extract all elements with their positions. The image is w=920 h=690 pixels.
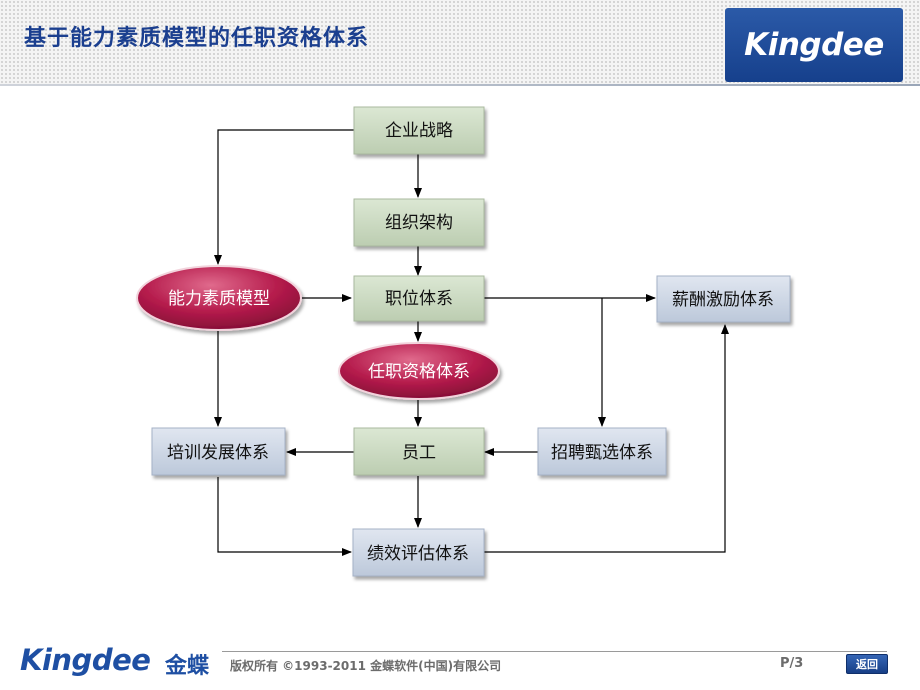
arrow-strategy-to-competency xyxy=(214,129,354,265)
node-strategy: 企业战略 xyxy=(353,106,485,155)
arrow-training-to-performance xyxy=(217,477,352,556)
node-org-structure-label: 组织架构 xyxy=(385,213,453,233)
node-competency-model-label: 能力素质模型 xyxy=(168,289,270,309)
footer-kingdee-cn-logo: 金蝶 xyxy=(165,654,210,679)
node-strategy-label: 企业战略 xyxy=(385,121,453,141)
footer-kingdee-logo: Kingdee xyxy=(20,643,151,677)
node-training-system-label: 培训发展体系 xyxy=(167,443,269,463)
back-button[interactable]: 返回 xyxy=(846,654,888,674)
node-compensation-system-label: 薪酬激励体系 xyxy=(672,290,774,310)
node-compensation-system: 薪酬激励体系 xyxy=(656,275,791,323)
node-employee-label: 员工 xyxy=(402,443,436,463)
page-number: P/3 xyxy=(780,656,804,671)
header-underline xyxy=(0,84,920,86)
node-position-system-label: 职位体系 xyxy=(385,289,453,309)
footer-divider xyxy=(222,651,887,652)
node-performance-system: 绩效评估体系 xyxy=(352,528,485,577)
node-competency-model: 能力素质模型 xyxy=(136,265,302,331)
node-position-system: 职位体系 xyxy=(353,275,485,322)
node-training-system: 培训发展体系 xyxy=(151,427,286,476)
node-org-structure: 组织架构 xyxy=(353,198,485,247)
node-qualification-system: 任职资格体系 xyxy=(338,342,500,400)
arrow-performance-to-compensation xyxy=(484,324,729,553)
kingdee-logo: Kingdee xyxy=(744,27,884,63)
node-recruitment-system-label: 招聘甄选体系 xyxy=(551,443,653,463)
node-performance-system-label: 绩效评估体系 xyxy=(367,544,469,564)
node-qualification-system-label: 任职资格体系 xyxy=(368,362,470,382)
slide-title: 基于能力素质模型的任职资格体系 xyxy=(24,26,370,51)
node-recruitment-system: 招聘甄选体系 xyxy=(537,427,667,476)
footer-copyright: 版权所有 ©1993-2011 金蝶软件(中国)有限公司 xyxy=(230,659,502,673)
node-employee: 员工 xyxy=(353,427,485,476)
brand-logo-box: Kingdee xyxy=(725,8,903,82)
connectors xyxy=(214,129,729,556)
